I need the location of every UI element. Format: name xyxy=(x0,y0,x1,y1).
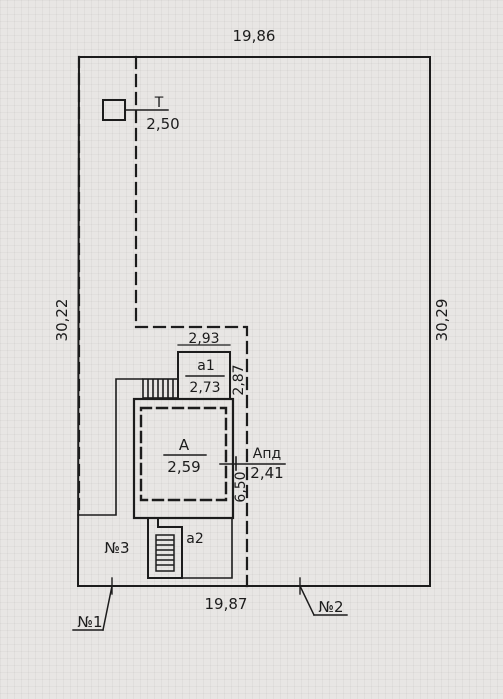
left-length-label: 30,22 xyxy=(53,299,71,342)
building-a-code: А xyxy=(179,436,190,454)
toilet-code: Т xyxy=(154,95,164,111)
stairs-lower-steps xyxy=(156,539,174,566)
porch-code: Апд xyxy=(253,446,281,462)
inner-dashed-boundary xyxy=(134,55,249,588)
stairs-upper-steps xyxy=(147,379,174,398)
annex-a2-code: а2 xyxy=(186,531,204,547)
porch-height: 2,41 xyxy=(250,464,283,482)
fence-line xyxy=(77,378,143,516)
right-length-label: 30,29 xyxy=(433,299,451,342)
neighbour-2-leader xyxy=(298,584,316,617)
building-a-inner xyxy=(139,406,228,502)
neighbour-1-leader xyxy=(102,585,113,631)
stairs-upper xyxy=(142,378,179,399)
annex-a1-dim: 2,93 xyxy=(188,331,219,347)
annex-a1-height: 2,73 xyxy=(189,380,220,396)
bottom-length-label: 19,87 xyxy=(205,595,248,613)
fence-line-bottom xyxy=(159,517,233,579)
neighbour-1-label: №1 xyxy=(77,613,102,631)
top-length-label: 19,86 xyxy=(233,27,276,45)
neighbour-2-label: №2 xyxy=(318,598,343,616)
annex-a1-side-dim: 2,87 xyxy=(231,364,247,395)
toilet-height: 2,50 xyxy=(146,115,179,133)
annex-a1 xyxy=(177,351,231,400)
plot-boundary xyxy=(76,56,431,587)
neighbour-3-label: №3 xyxy=(104,539,129,557)
building-a-width-dim: 6,50 xyxy=(233,471,249,502)
building-a-height: 2,59 xyxy=(167,458,200,476)
toilet-building xyxy=(102,99,126,121)
annex-a2 xyxy=(147,517,183,579)
stairs-lower xyxy=(155,534,175,572)
annex-a1-code: а1 xyxy=(197,358,215,374)
